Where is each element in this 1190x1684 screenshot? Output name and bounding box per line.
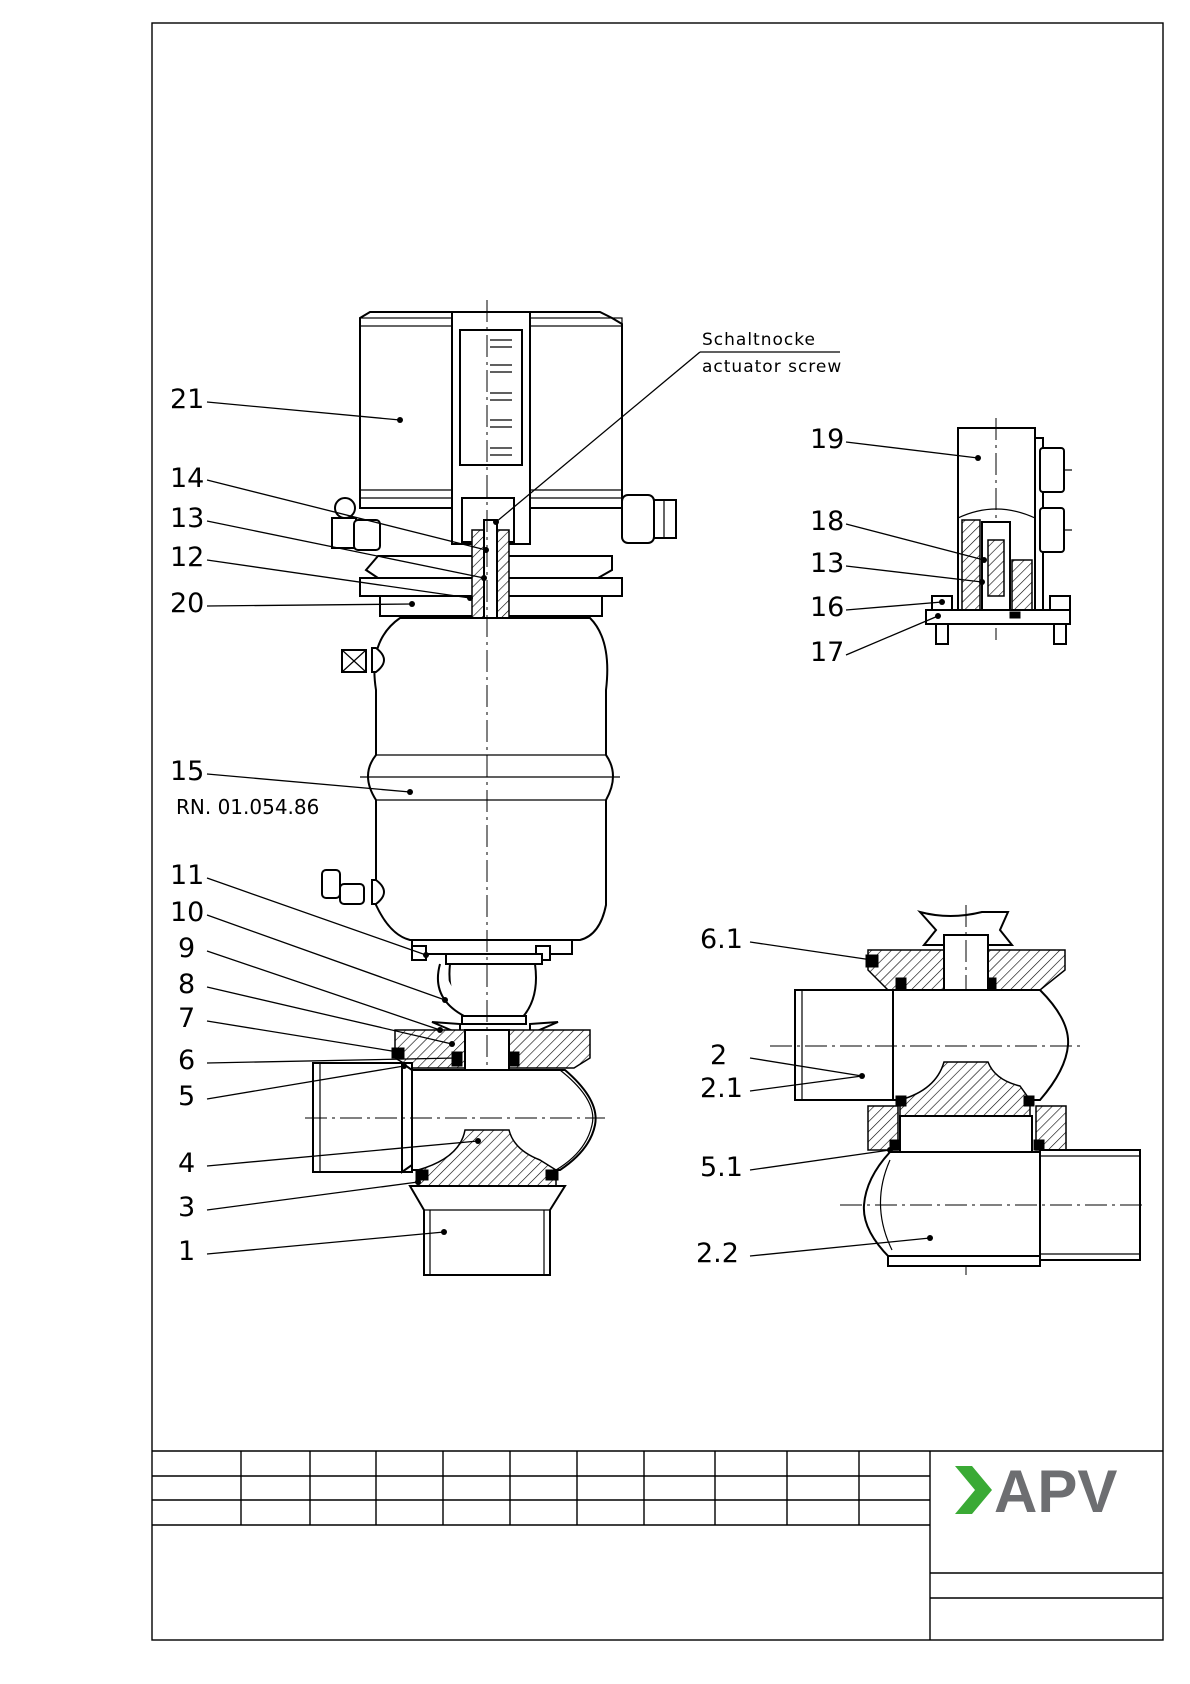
callout-6: 6 xyxy=(178,1045,195,1076)
callout-21: 21 xyxy=(170,384,204,415)
title-block: APV xyxy=(152,1451,1163,1640)
actuator-stem xyxy=(472,520,509,620)
callout-20: 20 xyxy=(170,588,204,619)
callout-6-1: 6.1 xyxy=(700,924,743,955)
callout-17: 17 xyxy=(810,637,844,668)
callout-2: 2 xyxy=(710,1040,727,1071)
callout-18: 18 xyxy=(810,506,844,537)
apv-logo: APV xyxy=(955,1458,1117,1525)
callout-19: 19 xyxy=(810,424,844,455)
callout-2-1: 2.1 xyxy=(700,1073,743,1104)
callout-13-detail: 13 xyxy=(810,548,844,579)
callout-16: 16 xyxy=(810,592,844,623)
callout-5: 5 xyxy=(178,1081,195,1112)
callout-13: 13 xyxy=(170,503,204,534)
sheet-border xyxy=(152,23,1163,1640)
callout-1: 1 xyxy=(178,1236,195,1267)
callout-12: 12 xyxy=(170,542,204,573)
part-number: RN. 01.054.86 xyxy=(176,795,319,819)
callout-8: 8 xyxy=(178,969,195,1000)
actuator-screw-label-de: Schaltnocke xyxy=(702,330,816,350)
callout-10: 10 xyxy=(170,897,204,928)
callout-5-1: 5.1 xyxy=(700,1152,743,1183)
callout-2-2: 2.2 xyxy=(696,1238,739,1269)
callout-4: 4 xyxy=(178,1148,195,1179)
callout-3: 3 xyxy=(178,1192,195,1223)
callout-7: 7 xyxy=(178,1003,195,1034)
callout-9: 9 xyxy=(178,933,195,964)
apv-arrow-icon xyxy=(955,1466,992,1514)
callout-11: 11 xyxy=(170,860,204,891)
actuator-screw-label-en: actuator screw xyxy=(702,357,842,377)
callout-15: 15 xyxy=(170,756,204,787)
brand-name: APV xyxy=(994,1458,1117,1525)
section-two-body-valve xyxy=(770,905,1145,1275)
detail-actuator-screw xyxy=(926,418,1072,644)
callout-14: 14 xyxy=(170,463,204,494)
